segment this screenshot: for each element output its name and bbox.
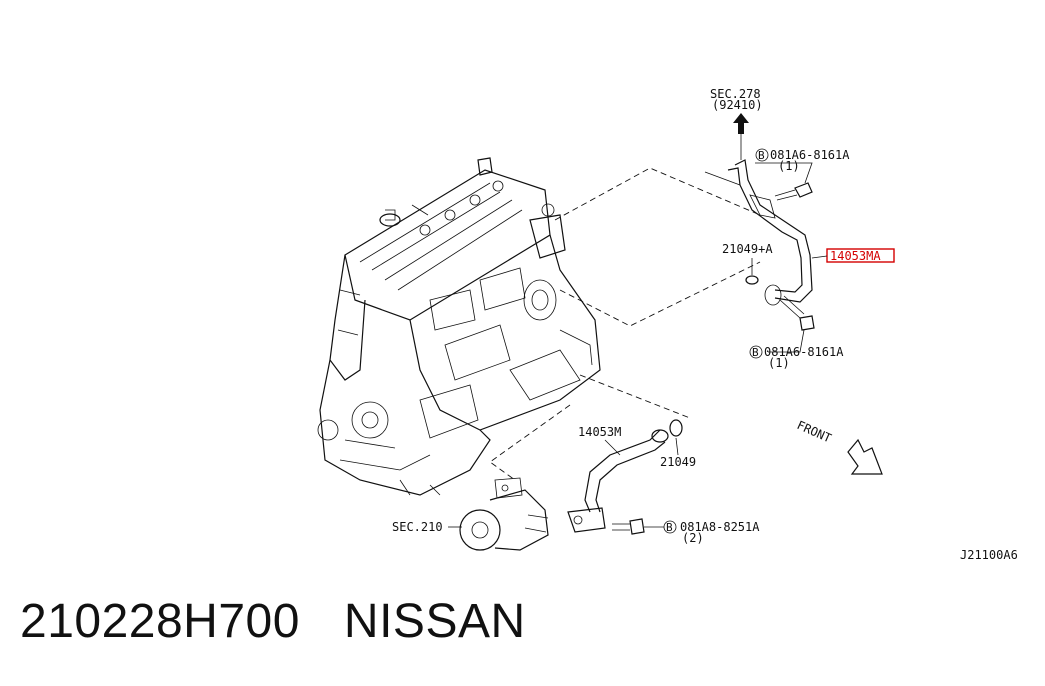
svg-text:B: B [758, 149, 765, 162]
bolt-mid-part-number: 081A6-8161A [764, 345, 844, 359]
bolt-low [612, 518, 664, 535]
bolt-top-part-number: 081A6-8161A [770, 148, 850, 162]
sec278-ref-label: (92410) [712, 98, 763, 112]
bolt-low-part-number: 081A8-8251A [680, 520, 760, 534]
front-label: FRONT [795, 418, 834, 445]
water-pump [459, 477, 549, 551]
bolt-top-qty: (1) [778, 159, 800, 173]
highlighted-part-box [826, 248, 895, 263]
svg-text:B: B [666, 521, 673, 534]
lower-water-pipe [567, 419, 683, 533]
sec278-arrow [733, 113, 749, 160]
bolt-b-marker-top: B [755, 148, 769, 162]
bolt-top [755, 162, 813, 201]
part-number: 210228H700 [20, 595, 300, 648]
gasket-a-part-number: 21049+A [722, 242, 773, 256]
sec210-label: SEC.210 [392, 520, 443, 534]
brand-name: NISSAN [343, 595, 526, 648]
bolt-low-qty: (2) [682, 531, 704, 545]
part-caption: 210228H700 NISSAN [20, 594, 526, 649]
sec278-label: SEC.278 [710, 87, 761, 101]
bolt-mid [768, 295, 815, 353]
bolt-b-marker-mid: B [749, 345, 763, 359]
front-arrow: FRONT [795, 418, 883, 475]
dashed-leader-lines [489, 167, 761, 481]
bolt-mid-qty: (1) [768, 356, 790, 370]
bolt-b-marker-low: B [663, 520, 677, 534]
hose-upper-part-number: 14053MA [830, 249, 881, 263]
engine-block-drawing [317, 157, 601, 496]
hose-lower-part-number: 14053M [578, 425, 621, 439]
svg-text:B: B [752, 346, 759, 359]
upper-water-hose [704, 159, 813, 306]
gasket-b-part-number: 21049 [660, 455, 696, 469]
drawing-id: J21100A6 [960, 548, 1018, 562]
